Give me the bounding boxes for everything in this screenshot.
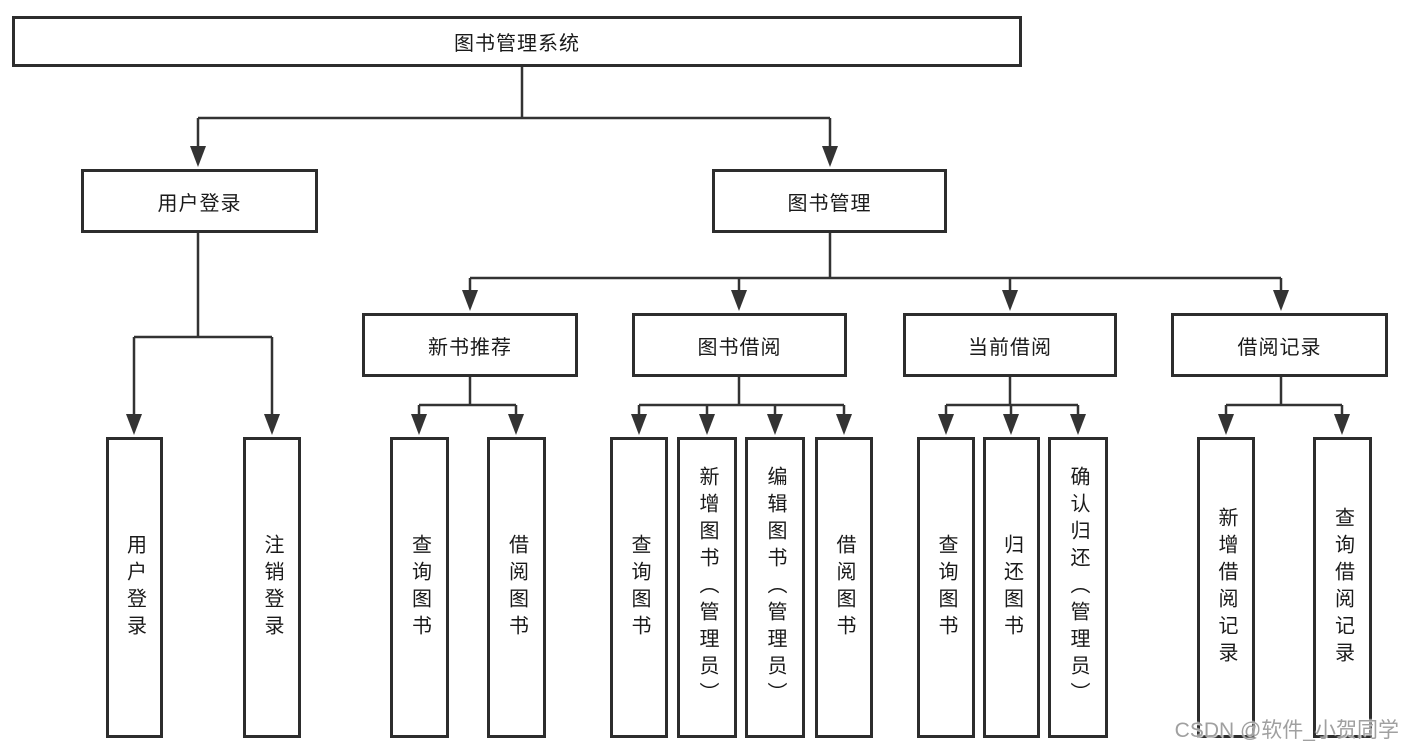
leaf-user-login-label: 用户登录 <box>123 533 146 642</box>
arrowhead <box>508 414 524 435</box>
leaf-borrow-edit-books-admin: 编辑图书（管理员） <box>745 437 805 738</box>
arrowhead <box>822 146 838 167</box>
arrowhead <box>1003 414 1019 435</box>
leaf-borrow-edit-books-admin-label: 编辑图书（管理员） <box>764 466 786 709</box>
leaf-newbooks-query-books-label: 查询图书 <box>408 533 431 642</box>
leaf-newbooks-borrow-books-label: 借阅图书 <box>505 533 528 642</box>
node-new-book-recommend-label: 新书推荐 <box>428 336 512 359</box>
arrowhead <box>126 414 142 435</box>
leaf-current-confirm-return-admin-label: 确认归还（管理员） <box>1067 466 1089 709</box>
leaf-logout: 注销登录 <box>243 437 301 738</box>
node-root-label: 图书管理系统 <box>454 33 580 55</box>
arrowhead <box>1002 290 1018 311</box>
leaf-current-return-books-label: 归还图书 <box>1000 533 1023 642</box>
leaf-borrow-add-books-admin: 新增图书（管理员） <box>677 437 737 738</box>
leaf-records-query-record-label: 查询借阅记录 <box>1331 506 1354 669</box>
leaf-current-return-books: 归还图书 <box>983 437 1040 738</box>
leaf-current-query-books-label: 查询图书 <box>935 533 957 642</box>
node-root: 图书管理系统 <box>12 16 1022 67</box>
arrowhead <box>264 414 280 435</box>
leaf-user-login: 用户登录 <box>106 437 163 738</box>
leaf-logout-label: 注销登录 <box>261 533 283 642</box>
arrowhead <box>1070 414 1086 435</box>
leaf-newbooks-query-books: 查询图书 <box>390 437 449 738</box>
node-borrow-records-label: 借阅记录 <box>1237 336 1322 359</box>
arrowhead <box>731 290 747 311</box>
arrowhead <box>462 290 478 311</box>
node-book-borrow: 图书借阅 <box>632 313 847 377</box>
arrowhead <box>631 414 647 435</box>
node-borrow-records: 借阅记录 <box>1171 313 1388 377</box>
leaf-borrow-add-books-admin-label: 新增图书（管理员） <box>696 466 718 709</box>
leaf-borrow-query-books-label: 查询图书 <box>628 533 650 642</box>
csdn-watermark: CSDN @软件_小贺同学 <box>1174 719 1399 742</box>
arrowhead <box>1218 414 1234 435</box>
node-book-borrow-label: 图书借阅 <box>697 336 782 359</box>
node-current-borrow-label: 当前借阅 <box>968 336 1052 359</box>
leaf-borrow-borrow-books-label: 借阅图书 <box>833 533 855 642</box>
node-user-login: 用户登录 <box>81 169 318 233</box>
leaf-borrow-borrow-books: 借阅图书 <box>815 437 873 738</box>
arrowhead <box>938 414 954 435</box>
leaf-records-query-record: 查询借阅记录 <box>1313 437 1372 738</box>
leaf-current-confirm-return-admin: 确认归还（管理员） <box>1048 437 1108 738</box>
arrowhead <box>190 146 206 167</box>
node-book-management: 图书管理 <box>712 169 947 233</box>
arrowhead <box>767 414 783 435</box>
leaf-records-add-record: 新增借阅记录 <box>1197 437 1255 738</box>
node-book-management-label: 图书管理 <box>787 192 872 215</box>
node-new-book-recommend: 新书推荐 <box>362 313 578 377</box>
arrowhead <box>411 414 427 435</box>
node-user-login-label: 用户登录 <box>157 192 242 215</box>
node-current-borrow: 当前借阅 <box>903 313 1117 377</box>
leaf-current-query-books: 查询图书 <box>917 437 975 738</box>
arrowhead <box>836 414 852 435</box>
arrowhead <box>1334 414 1350 435</box>
arrowhead <box>699 414 715 435</box>
leaf-records-add-record-label: 新增借阅记录 <box>1215 506 1237 669</box>
leaf-newbooks-borrow-books: 借阅图书 <box>487 437 546 738</box>
leaf-borrow-query-books: 查询图书 <box>610 437 668 738</box>
arrowhead <box>1273 290 1289 311</box>
